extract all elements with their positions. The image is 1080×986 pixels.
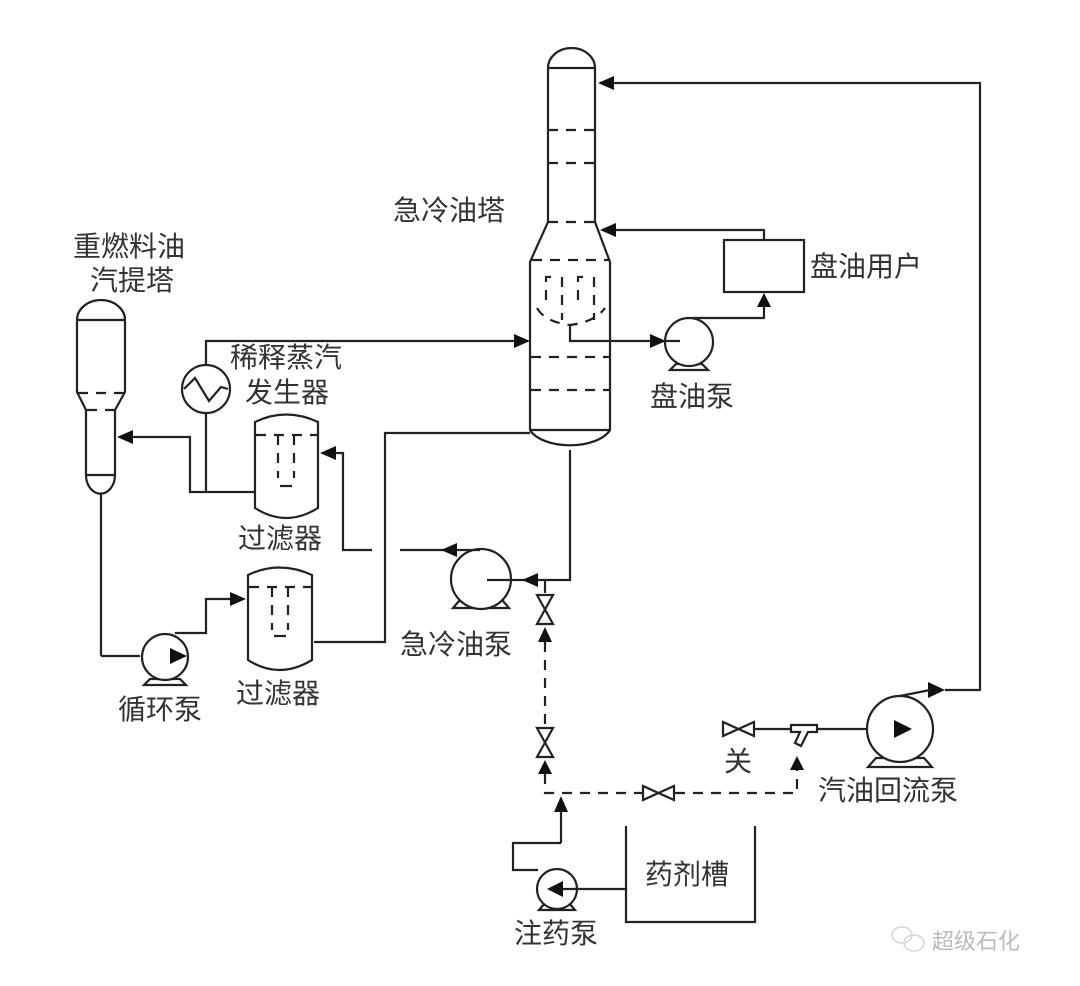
arrow-head: [598, 76, 614, 90]
quench-oil-tower: [528, 46, 650, 447]
label-closed-valve: 关: [724, 745, 753, 778]
filter-to-stripper-line: [117, 430, 255, 494]
filter-to-tower-line: [314, 431, 530, 644]
circulation-pump: [140, 632, 190, 687]
label-quench-oil-pump: 急冷油泵: [400, 628, 513, 661]
chemical-tank: [624, 826, 757, 924]
valve-upper: [535, 593, 555, 626]
label-pan-oil-user: 盘油用户: [810, 250, 923, 283]
gasoline-reflux-pump: [865, 682, 945, 769]
steam-line: [204, 334, 530, 365]
label-heavy-fuel-oil-line1: 重燃料油: [73, 230, 186, 263]
pan-oil-pump: [650, 316, 715, 372]
label-gasoline-reflux-pump: 汽油回流泵: [818, 774, 959, 807]
label-chemical-tank: 药剂槽: [645, 858, 730, 891]
wechat-icon: [891, 926, 925, 952]
filter-upper: [253, 413, 372, 552]
heavy-fuel-oil-stripper: [75, 298, 140, 658]
label-injection-pump: 注药泵: [514, 917, 599, 950]
label-steam-generator-line2: 发生器: [245, 376, 330, 409]
label-quench-oil-tower: 急冷油塔: [393, 194, 506, 227]
watermark: 超级石化: [932, 930, 1021, 955]
closed-valve: [721, 720, 756, 738]
valve-lower: [535, 726, 555, 759]
label-stripper-line2: 汽提塔: [90, 264, 175, 297]
valve-horizontal: [641, 784, 676, 802]
filter-lower: [175, 566, 314, 671]
label-circulation-pump: 循环泵: [118, 693, 203, 726]
dilution-steam-generator: [180, 363, 232, 492]
label-pan-oil-pump: 盘油泵: [650, 380, 735, 413]
gasoline-reflux-line: [598, 76, 982, 692]
injection-lines: [535, 593, 804, 843]
quench-oil-pump: [400, 450, 572, 611]
pan-oil-user-box: [600, 223, 806, 320]
label-steam-generator-line1: 稀释蒸汽: [230, 341, 343, 374]
label-filter-lower: 过滤器: [236, 677, 321, 710]
label-filter-upper: 过滤器: [238, 522, 323, 555]
injection-pump: [511, 841, 626, 912]
